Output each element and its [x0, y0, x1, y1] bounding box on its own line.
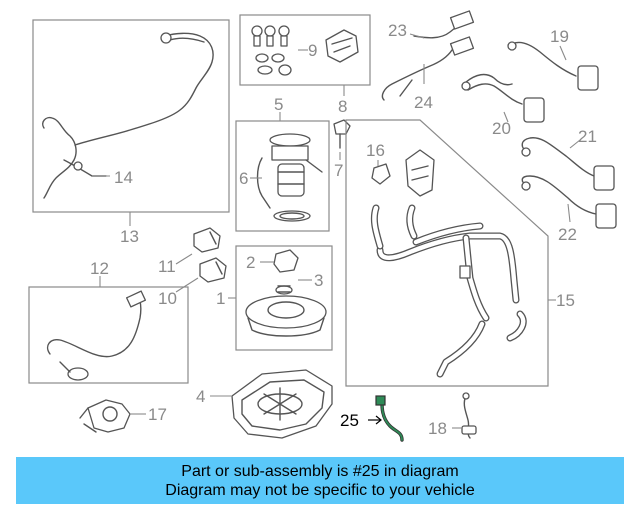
sensor-harness-19-20 [461, 41, 599, 123]
sensor-harness-12 [28, 276, 189, 384]
callout-16: 16 [366, 141, 385, 160]
callout-18: 18 [428, 419, 447, 438]
callout-4: 4 [196, 387, 205, 406]
connectors-10-11 [175, 227, 227, 293]
callout-labels: 1 2 3 4 5 6 7 8 9 10 11 12 13 14 15 16 1… [90, 21, 597, 438]
callout-20: 20 [492, 119, 511, 138]
callout-15: 15 [556, 291, 575, 310]
sensor-18 [452, 392, 477, 439]
callout-14: 14 [114, 168, 133, 187]
callout-10: 10 [158, 289, 177, 308]
callout-24: 24 [414, 93, 433, 112]
connector-7 [333, 119, 351, 160]
heat-shield-4 [210, 369, 333, 439]
banner-line-part: Part or sub-assembly is #25 in diagram [181, 463, 459, 480]
sensor-harness-21-22 [521, 137, 617, 229]
callout-25: 25 [340, 411, 359, 430]
callout-12: 12 [90, 259, 109, 278]
callout-7: 7 [334, 161, 343, 180]
callout-1: 1 [216, 289, 225, 308]
valve-17 [79, 399, 146, 433]
hardware-kit [239, 14, 371, 96]
callout-21: 21 [578, 127, 597, 146]
hose-assembly-15 [345, 119, 556, 387]
tank-cap-assembly [228, 245, 333, 351]
callout-23: 23 [388, 21, 407, 40]
callout-5: 5 [274, 95, 283, 114]
callout-11: 11 [158, 257, 176, 276]
highlighted-part-25 [368, 395, 404, 442]
callout-9: 9 [308, 41, 317, 60]
banner-line-disclaimer: Diagram may not be specific to your vehi… [165, 482, 475, 499]
vent-line-assembly [32, 19, 230, 226]
sensor-harness-23-24 [381, 10, 475, 101]
callout-17: 17 [148, 405, 167, 424]
callout-2: 2 [246, 253, 255, 272]
fuel-pump-module [235, 112, 330, 232]
callout-3: 3 [314, 271, 323, 290]
info-banner: Part or sub-assembly is #25 in diagram D… [16, 457, 624, 504]
callout-8: 8 [338, 97, 347, 116]
parts-diagram: 1 2 3 4 5 6 7 8 9 10 11 12 13 14 15 16 1… [28, 10, 617, 442]
callout-19: 19 [550, 27, 569, 46]
callout-13: 13 [120, 227, 139, 246]
callout-22: 22 [558, 225, 577, 244]
callout-6: 6 [239, 169, 248, 188]
